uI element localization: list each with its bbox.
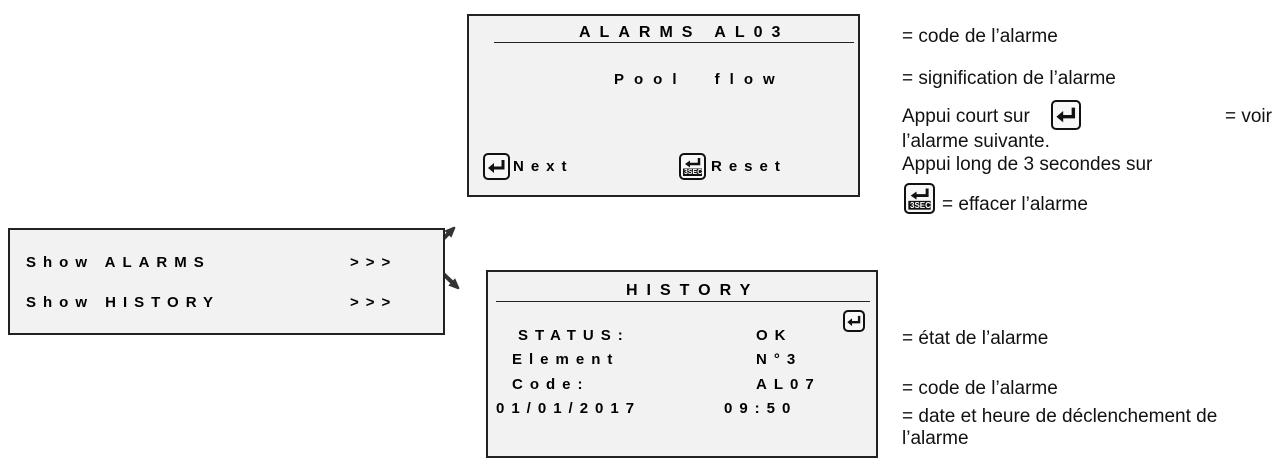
menu-screen: Show ALARMS >>> Show HISTORY >>> [8,228,445,335]
enter-key-icon[interactable] [483,153,510,180]
annotation-long-press: Appui long de 3 secondes sur [902,154,1272,176]
alarms-screen: ALARMS AL03 Pool flow Next 3SEC Reset [467,14,860,197]
annotation-history-code: = code de l’alarme [902,378,1058,399]
alarm-message: Pool flow [614,71,785,88]
annotation-alarm-meaning: = signification de l’alarme [902,68,1116,89]
history-title: HISTORY [626,282,760,299]
title-divider [496,301,870,302]
status-value: OK [756,327,793,344]
alarms-title: ALARMS AL03 [579,24,790,41]
code-value: AL07 [756,376,821,393]
annotation-alarm-code: = code de l’alarme [902,26,1058,47]
trigger-time: 09:50 [724,400,798,417]
history-screen: HISTORY STATUS: OK Element N°3 Code: AL0… [486,270,878,458]
show-alarms-arrow: >>> [350,254,398,271]
next-label: Next [513,158,574,175]
show-history-item[interactable]: Show HISTORY [26,294,221,311]
enter-key-icon[interactable] [843,310,865,332]
enter-key-icon [1051,100,1081,130]
short-press-suffix: = voir [1224,106,1272,127]
title-divider [494,42,854,43]
code-label: Code: [512,376,590,393]
reset-key-text: 3SEC [684,169,703,176]
short-press-rest: l’alarme suivante. [902,131,1050,152]
reset-3sec-key-icon: 3SEC [904,183,935,214]
long-press-line: Appui long de 3 secondes sur [902,154,1153,175]
element-value: N°3 [756,351,803,368]
status-label: STATUS: [518,327,630,344]
trigger-date: 01/01/2017 [496,400,642,417]
element-label: Element [512,351,620,368]
show-alarms-item[interactable]: Show ALARMS [26,254,211,271]
annotation-alarm-state: = état de l’alarme [902,328,1049,349]
annotation-short-press: Appui court sur = voir [902,106,1272,128]
show-history-arrow: >>> [350,294,398,311]
short-press-prefix: Appui court sur [902,106,1030,127]
reset-key-text: 3SEC [910,201,931,210]
annotation-long-press-action: = effacer l’alarme [942,194,1088,215]
reset-label: Reset [711,158,787,175]
reset-3sec-key-icon[interactable]: 3SEC [679,153,706,180]
annotation-trigger-datetime: = date et heure de déclenchement de l’al… [902,406,1218,449]
